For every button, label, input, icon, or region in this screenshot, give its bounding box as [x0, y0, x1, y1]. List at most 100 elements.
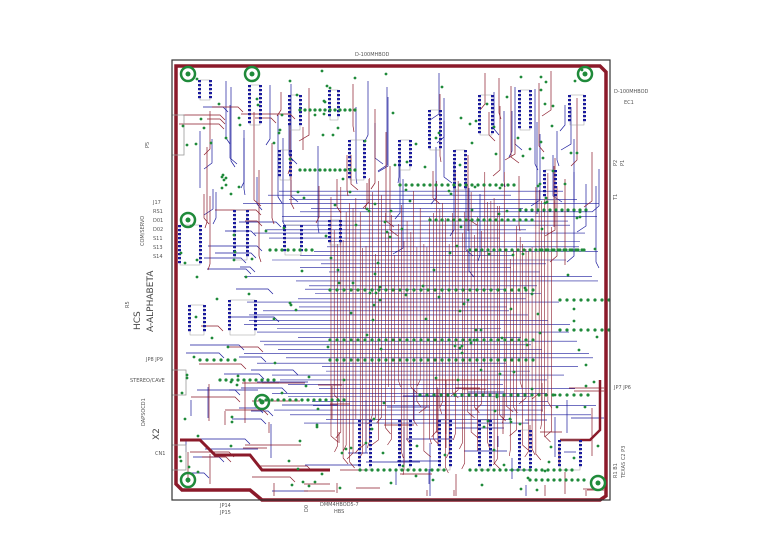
- ic-pin: [478, 460, 481, 463]
- via-pad: [509, 420, 513, 424]
- via-pad: [180, 391, 184, 395]
- through-hole-pad: [236, 378, 240, 382]
- ic-pin: [453, 154, 456, 157]
- ic-footprint: [569, 94, 585, 126]
- through-hole-pad: [572, 298, 576, 302]
- via-pad: [536, 312, 540, 316]
- through-hole-pad: [524, 338, 528, 342]
- ic-pin: [439, 122, 442, 125]
- ic-pin: [348, 144, 351, 147]
- via-pad: [264, 229, 268, 233]
- ic-pin: [449, 436, 452, 439]
- ic-pin: [278, 174, 281, 177]
- through-hole-pad: [600, 328, 604, 332]
- ic-pin: [209, 92, 212, 95]
- through-hole-pad: [330, 398, 334, 402]
- signal-trace: [252, 476, 296, 483]
- via-pad: [572, 319, 576, 323]
- through-hole-pad: [447, 288, 451, 292]
- ic-pin: [529, 442, 532, 445]
- ic-pin: [554, 194, 557, 197]
- ic-pin: [439, 142, 442, 145]
- via-pad: [401, 464, 405, 468]
- through-hole-pad: [353, 168, 357, 172]
- through-hole-pad: [405, 358, 409, 362]
- ic-pin: [518, 118, 521, 121]
- ic-pin: [283, 241, 286, 244]
- signal-trace: [240, 266, 256, 273]
- through-hole-pad: [349, 338, 353, 342]
- through-hole-pad: [498, 468, 502, 472]
- ic-pin: [529, 98, 532, 101]
- ic-pin: [568, 119, 571, 122]
- through-hole-pad: [482, 338, 486, 342]
- through-hole-pad: [398, 183, 402, 187]
- via-pad: [255, 97, 259, 101]
- through-hole-pad: [461, 288, 465, 292]
- signal-trace: [212, 192, 217, 225]
- ic-pin: [478, 448, 481, 451]
- through-hole-pad: [328, 168, 332, 172]
- signal-trace: [513, 250, 518, 414]
- signal-trace: [413, 191, 418, 427]
- signal-trace: [436, 121, 445, 144]
- through-hole-pad: [475, 288, 479, 292]
- through-hole-pad: [384, 288, 388, 292]
- through-hole-pad: [476, 183, 480, 187]
- ic-pin: [178, 253, 181, 256]
- ic-pin: [348, 148, 351, 151]
- signal-trace: [377, 87, 388, 172]
- through-hole-pad: [338, 108, 342, 112]
- ic-pin: [288, 111, 291, 114]
- ic-footprint: [329, 89, 339, 121]
- through-hole-pad: [579, 298, 583, 302]
- through-hole-pad: [447, 358, 451, 362]
- signal-trace: [445, 218, 449, 474]
- signal-trace: [583, 152, 593, 208]
- signal-trace: [488, 201, 492, 426]
- board-outline: [171, 59, 611, 501]
- through-hole-pad: [425, 393, 429, 397]
- through-hole-pad: [377, 338, 381, 342]
- via-pad: [577, 348, 581, 352]
- via-pad: [459, 225, 463, 229]
- ic-pin: [529, 458, 532, 461]
- through-hole-pad: [398, 288, 402, 292]
- left-cn1-label: CN1: [155, 451, 166, 457]
- signal-trace: [265, 85, 271, 146]
- via-pad: [280, 113, 284, 117]
- left-hcs-label: HCS: [133, 311, 143, 330]
- via-pad: [381, 451, 385, 455]
- ic-pin: [518, 466, 521, 469]
- ic-pin: [300, 233, 303, 236]
- through-hole-pad: [474, 468, 478, 472]
- via-pad: [460, 344, 464, 348]
- via-pad: [423, 165, 427, 169]
- signal-trace: [475, 231, 482, 411]
- ic-pin: [358, 420, 361, 423]
- signal-trace: [232, 418, 267, 425]
- via-pad: [458, 163, 462, 167]
- via-pad: [209, 141, 213, 145]
- via-pad: [539, 88, 543, 92]
- ic-pin: [248, 97, 251, 100]
- ic-pin: [337, 106, 340, 109]
- through-hole-pad: [377, 288, 381, 292]
- mounting-hole-center: [185, 477, 191, 483]
- ic-pin: [259, 121, 262, 124]
- ic-pin: [363, 152, 366, 155]
- ic-pin: [453, 150, 456, 153]
- ic-pin: [583, 95, 586, 98]
- via-pad: [512, 370, 516, 374]
- ic-pin: [248, 85, 251, 88]
- through-hole-pad: [482, 183, 486, 187]
- ic-pin: [203, 321, 206, 324]
- via-pad: [365, 333, 369, 337]
- through-hole-pad: [349, 288, 353, 292]
- through-hole-pad: [461, 358, 465, 362]
- through-hole-pad: [510, 358, 514, 362]
- ic-pin: [278, 166, 281, 169]
- ic-pin: [438, 464, 441, 467]
- via-pad: [336, 268, 340, 272]
- via-pad: [194, 142, 198, 146]
